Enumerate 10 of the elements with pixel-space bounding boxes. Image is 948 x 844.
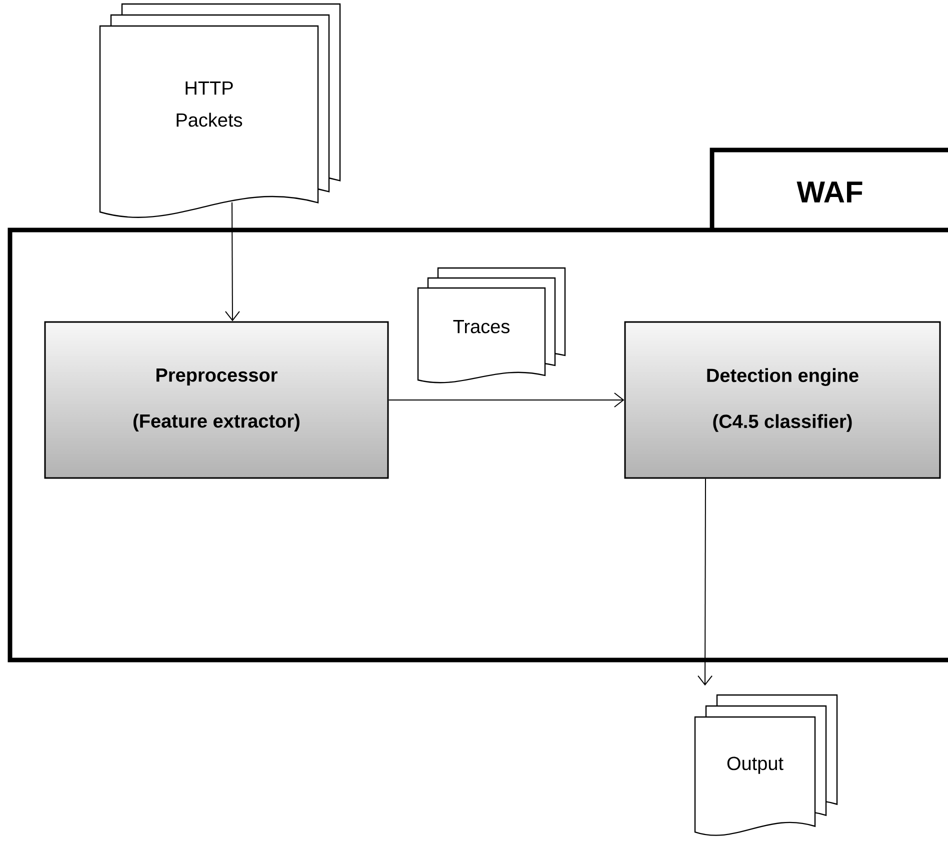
document-stack: Output — [694, 694, 838, 836]
document-stack: Traces — [417, 267, 566, 384]
arrow — [698, 478, 713, 686]
process-box: Detection engine (C4.5 classifier) — [624, 321, 941, 479]
frame-tab: WAF — [710, 148, 948, 230]
system-frame — [8, 228, 948, 662]
arrow — [224, 202, 240, 322]
process-box: Preprocessor (Feature extractor) — [44, 321, 389, 479]
arrow — [388, 392, 624, 408]
document-stack: HTTP Packets — [99, 3, 341, 218]
